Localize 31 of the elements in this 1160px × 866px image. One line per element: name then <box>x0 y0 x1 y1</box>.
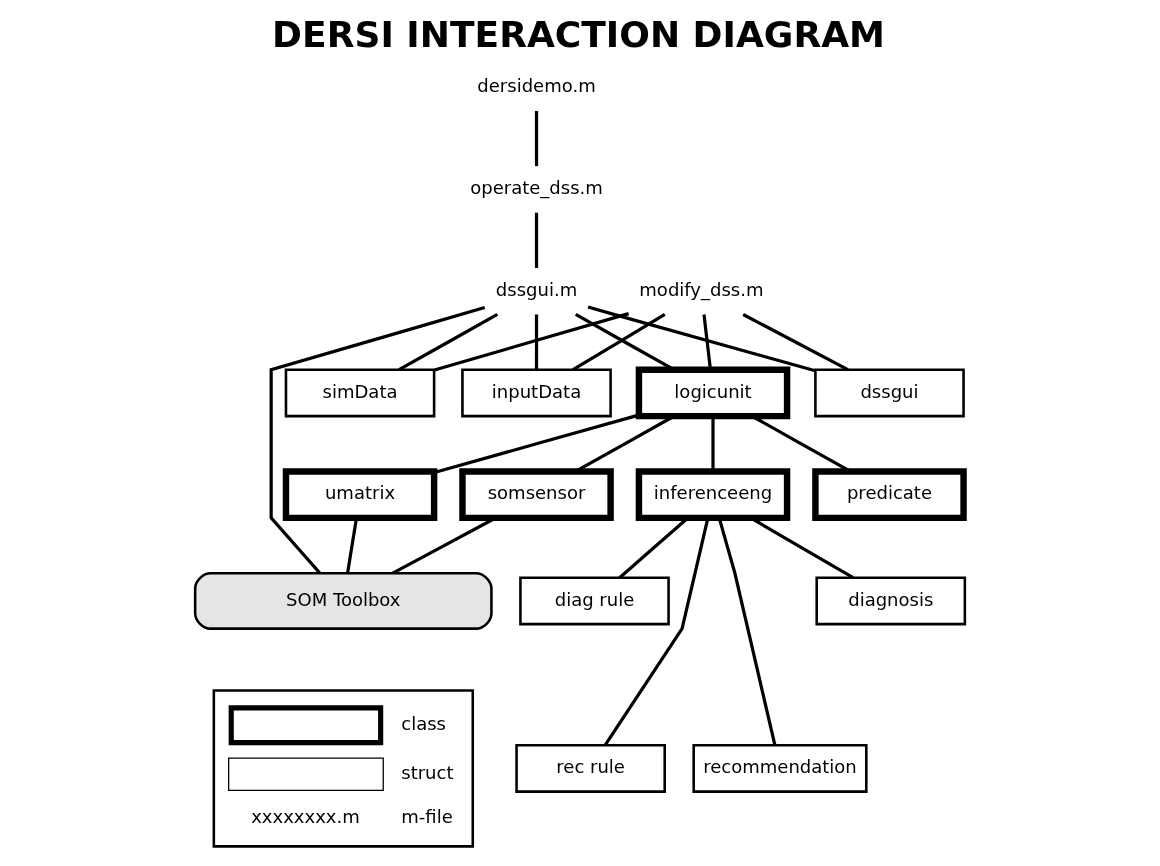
node-box: umatrix <box>282 467 438 521</box>
node-box: dssgui <box>814 367 965 417</box>
node-text: dersidemo.m <box>477 74 596 96</box>
node-box: recommendation <box>692 743 868 793</box>
connector <box>269 305 486 574</box>
connector <box>398 312 499 371</box>
connector <box>534 212 539 268</box>
node-box: diag rule <box>519 576 670 625</box>
node-box: SOM Toolbox <box>193 571 493 630</box>
connector <box>587 305 816 372</box>
node-text: modify_dss.m <box>639 278 764 300</box>
label: xxxxxxxx.m <box>251 805 360 827</box>
connector <box>742 312 849 371</box>
node-box: simData <box>284 367 436 417</box>
node-box: rec rule <box>515 743 666 793</box>
legend-label: struct <box>401 761 454 783</box>
connector <box>534 110 539 166</box>
node-box: inputData <box>461 367 612 417</box>
node-box: somsensor <box>459 467 614 521</box>
node-box: predicate <box>812 467 967 521</box>
legend-label: class <box>401 712 446 734</box>
node-text: dssgui.m <box>495 278 578 300</box>
legend-label: m-file <box>401 805 453 827</box>
node-box: diagnosis <box>815 576 967 625</box>
connector <box>434 311 630 372</box>
node-box: logicunit <box>635 366 791 419</box>
diagram-title: DERSI INTERACTION DIAGRAM <box>272 13 885 56</box>
connector <box>534 313 539 370</box>
connector <box>702 313 713 370</box>
node-box: inferenceeng <box>635 467 791 521</box>
node-text: operate_dss.m <box>470 176 603 198</box>
